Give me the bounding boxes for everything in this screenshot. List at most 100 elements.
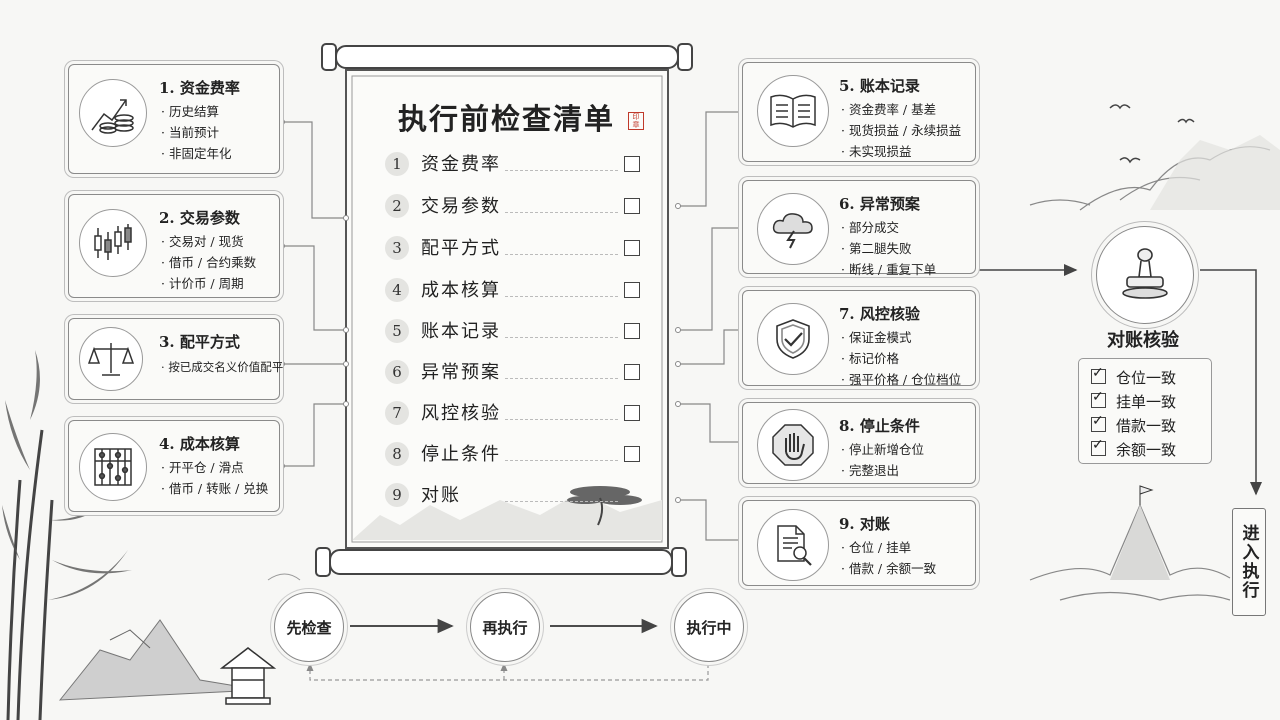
card-lines: 资金费率 / 基差 现货损益 / 永续损益 未实现损益 (841, 99, 961, 162)
checklist-item[interactable]: 4 成本核算 (385, 276, 650, 306)
card-line: 交易对 / 现货 (161, 231, 256, 252)
scroll-roller-bottom (315, 547, 687, 577)
flow-step-check[interactable]: 先检查 (274, 592, 344, 662)
document-search-icon (757, 509, 829, 581)
checkbox-checked-icon[interactable] (1091, 437, 1106, 456)
scroll-paper (345, 69, 669, 549)
card-line: 停止新增仓位 (841, 439, 924, 460)
card-line: 按已成交名义价值配平 (161, 357, 283, 378)
verify-item[interactable]: 借款一致 (1091, 413, 1176, 437)
card-title: 9. 对账 (839, 515, 890, 533)
item-label: 交易参数 (421, 196, 501, 217)
item-label: 成本核算 (421, 280, 501, 301)
card-lines: 保证金模式 标记价格 强平价格 / 仓位档位 (841, 327, 961, 390)
verify-item[interactable]: 余额一致 (1091, 437, 1176, 461)
checkbox[interactable] (624, 323, 640, 339)
checklist-item[interactable]: 9 对账 (385, 481, 650, 511)
item-number: 7 (385, 401, 409, 425)
item-number: 2 (385, 194, 409, 218)
checkbox-checked-icon[interactable] (1091, 365, 1106, 384)
checkbox[interactable] (624, 156, 640, 172)
item-label: 资金费率 (421, 154, 501, 175)
card-cost-accounting[interactable]: 4. 成本核算 开平仓 / 滑点 借币 / 转账 / 兑换 (68, 420, 280, 512)
checklist-item[interactable]: 7 风控核验 (385, 399, 650, 429)
card-ledger[interactable]: 5. 账本记录 资金费率 / 基差 现货损益 / 永续损益 未实现损益 (742, 62, 976, 162)
item-number: 3 (385, 236, 409, 260)
open-book-icon (757, 75, 829, 147)
bamboo-decoration (6, 429, 54, 720)
card-lines: 开平仓 / 滑点 借币 / 转账 / 兑换 (161, 457, 268, 499)
checkbox-checked-icon[interactable] (1091, 389, 1106, 408)
verify-item[interactable]: 挂单一致 (1091, 389, 1176, 413)
checkbox[interactable] (624, 446, 640, 462)
flag-icon (1139, 485, 1154, 505)
verify-item[interactable]: 仓位一致 (1091, 365, 1176, 389)
connectors-right (678, 111, 740, 541)
checkbox[interactable] (624, 282, 640, 298)
card-line: 现货损益 / 永续损益 (841, 120, 961, 141)
card-title: 4. 成本核算 (159, 435, 240, 453)
flow-step-execute[interactable]: 再执行 (470, 592, 540, 662)
checklist-item[interactable]: 3 配平方式 (385, 234, 650, 264)
scroll-title: 执行前检查清单 (398, 102, 616, 136)
seal-stamp-icon: 印章 (628, 112, 644, 130)
checklist-item[interactable]: 6 异常预案 (385, 358, 650, 388)
checkbox[interactable] (624, 198, 640, 214)
flow-step-executing[interactable]: 执行中 (674, 592, 744, 662)
card-risk-check[interactable]: 7. 风控核验 保证金模式 标记价格 强平价格 / 仓位档位 (742, 290, 976, 387)
card-line: 非固定年化 (161, 143, 232, 164)
enter-execution-button[interactable]: 进入执行 (1232, 508, 1266, 616)
item-label: 配平方式 (421, 238, 501, 259)
checkbox[interactable] (624, 240, 640, 256)
card-title: 5. 账本记录 (839, 77, 920, 95)
card-line: 完整退出 (841, 460, 924, 481)
card-lines: 部分成交 第二腿失败 断线 / 重复下单 (841, 217, 936, 280)
checklist-item[interactable]: 2 交易参数 (385, 192, 650, 222)
card-line: 历史结算 (161, 101, 231, 122)
card-contingency[interactable]: 6. 异常预案 部分成交 第二腿失败 断线 / 重复下单 (742, 180, 976, 277)
item-number: 6 (385, 360, 409, 384)
checkbox-checked-icon[interactable] (1091, 413, 1106, 432)
checklist-item[interactable]: 5 账本记录 (385, 317, 650, 347)
item-number: 9 (385, 483, 409, 507)
card-line: 借币 / 合约乘数 (161, 252, 256, 273)
card-lines: 仓位 / 挂单 借款 / 余额一致 (841, 537, 936, 579)
checklist-item[interactable]: 8 停止条件 (385, 440, 650, 470)
candlestick-icon (79, 209, 147, 277)
item-label: 对账 (421, 485, 461, 506)
item-number: 4 (385, 278, 409, 302)
card-title: 7. 风控核验 (839, 305, 920, 323)
birds-icon (1109, 104, 1195, 164)
card-line: 第二腿失败 (841, 238, 936, 259)
card-funding-rate[interactable]: 1. 资金费率 历史结算 当前预计 非固定年化 (68, 64, 280, 174)
card-stop-conditions[interactable]: 8. 停止条件 停止新增仓位 完整退出 (742, 402, 976, 484)
checkbox[interactable] (624, 405, 640, 421)
card-line: 借款 / 余额一致 (841, 558, 936, 579)
mountain-lower-right (1029, 503, 1231, 601)
abacus-icon (79, 433, 147, 501)
card-balancing[interactable]: 3. 配平方式 按已成交名义价值配平 (68, 318, 283, 400)
card-line: 开平仓 / 滑点 (161, 457, 268, 478)
card-line: 借币 / 转账 / 兑换 (161, 478, 268, 499)
checklist-item[interactable]: 1 资金费率 (385, 150, 650, 180)
stamp-icon (1096, 226, 1194, 324)
card-lines: 历史结算 当前预计 非固定年化 (161, 101, 232, 164)
card-line: 强平价格 / 仓位档位 (841, 369, 961, 390)
storm-cloud-icon (757, 193, 829, 265)
card-reconciliation[interactable]: 9. 对账 仓位 / 挂单 借款 / 余额一致 (742, 500, 976, 586)
card-line: 保证金模式 (841, 327, 961, 348)
card-title: 1. 资金费率 (159, 79, 240, 97)
card-line: 未实现损益 (841, 141, 961, 162)
card-lines: 停止新增仓位 完整退出 (841, 439, 924, 481)
checkbox[interactable] (624, 364, 640, 380)
mountain-lower-left (58, 619, 261, 701)
card-title: 3. 配平方式 (159, 333, 240, 351)
item-number: 5 (385, 319, 409, 343)
card-line: 计价币 / 周期 (161, 273, 256, 294)
card-trade-params[interactable]: 2. 交易参数 交易对 / 现货 借币 / 合约乘数 计价币 / 周期 (68, 194, 280, 298)
card-title: 2. 交易参数 (159, 209, 240, 227)
card-line: 断线 / 重复下单 (841, 259, 936, 280)
pavilion-icon (219, 647, 277, 705)
card-line: 标记价格 (841, 348, 961, 369)
